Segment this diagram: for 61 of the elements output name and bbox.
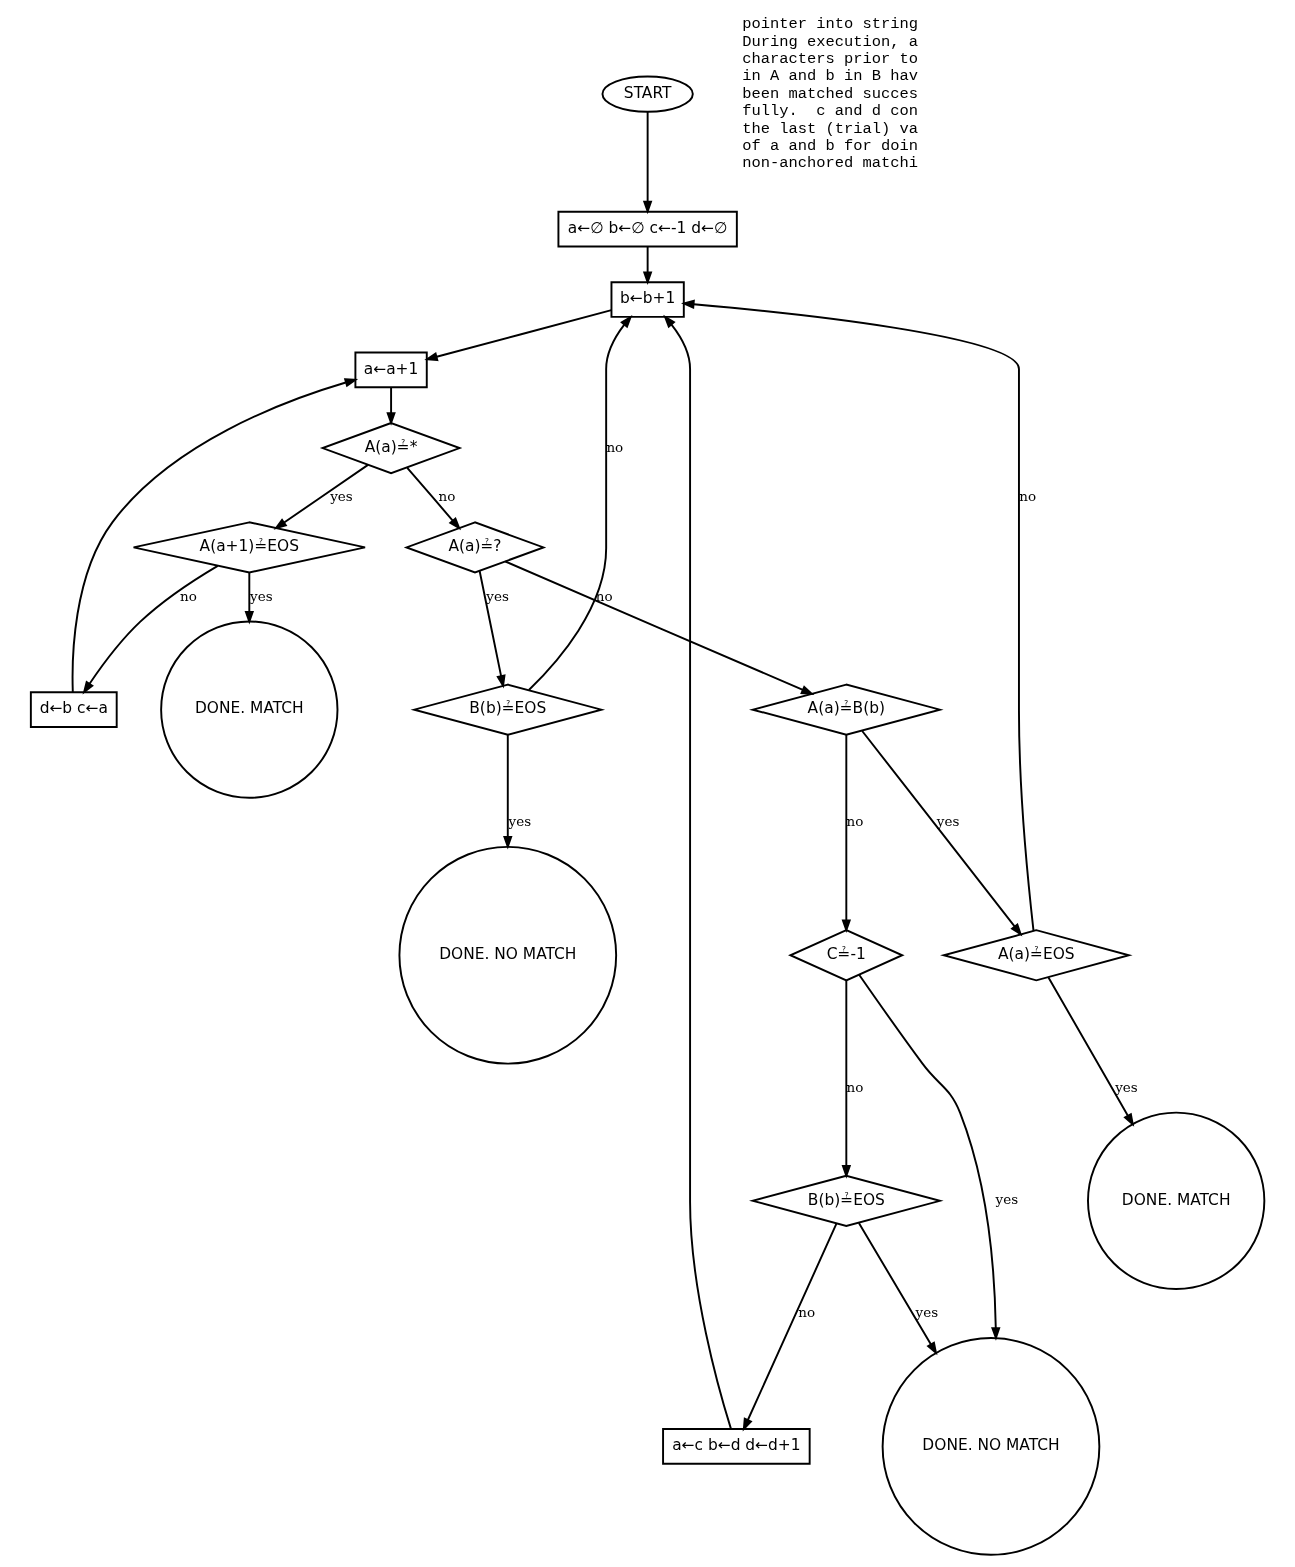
arrow	[858, 974, 1001, 1341]
node-diamond: B(b)≟EOS	[749, 1174, 944, 1227]
edge-label: no	[595, 587, 613, 604]
node-diamond: B(b)≟EOS	[410, 683, 606, 736]
arrow	[681, 299, 1035, 932]
node-box: a←c b←d d←d+1	[662, 1428, 811, 1465]
arrow	[841, 979, 852, 1179]
edge-label: no	[606, 438, 624, 455]
edge-label: yes	[250, 587, 273, 604]
arrow	[527, 314, 633, 691]
arrow	[244, 571, 255, 625]
node-ellipse: START	[601, 75, 694, 113]
label: fully. c and d con	[742, 102, 918, 121]
arrow	[642, 245, 653, 286]
edge-label: no	[438, 488, 456, 505]
node-diamond: A(a+1)≟EOS	[132, 521, 366, 574]
label: of a and b for doin	[742, 136, 918, 155]
label: During execution, a	[742, 32, 918, 51]
label: non-anchored matchi	[742, 154, 918, 173]
edge-label: yes	[915, 1303, 939, 1320]
node-box: b←b+1	[610, 281, 685, 318]
arrow	[82, 564, 219, 695]
edge-label: no	[798, 1303, 816, 1320]
edge-label: yes	[995, 1191, 1019, 1208]
edge-label: yes	[1115, 1078, 1138, 1095]
label: the last (trial) va	[742, 119, 918, 138]
node-circle: DONE. NO MATCH	[881, 1337, 1101, 1556]
arrow	[386, 386, 396, 426]
edge-label: yes	[936, 812, 960, 829]
node-diamond: A(a)≟?	[403, 521, 547, 574]
arrow	[406, 466, 462, 531]
node-box: d←b c←a	[29, 691, 118, 728]
arrow	[1047, 976, 1135, 1127]
label: been matched succes	[742, 84, 918, 103]
arrow	[71, 378, 359, 694]
node-diamond: A(a)≟*	[319, 421, 463, 475]
arrow	[504, 560, 815, 695]
arrow	[841, 733, 852, 934]
arrow	[503, 733, 513, 850]
arrow	[861, 730, 1023, 937]
edge-label: no	[846, 812, 864, 829]
edge-label: no	[846, 1078, 864, 1095]
arrow	[742, 1222, 838, 1432]
node-diamond: A(a)≟EOS	[940, 929, 1133, 982]
label: in A and b in B hav	[742, 67, 918, 86]
arrow	[857, 1222, 938, 1356]
arrow	[663, 314, 732, 1430]
arrow	[273, 463, 369, 530]
edge-label: yes	[330, 488, 353, 505]
label: characters prior to	[742, 50, 918, 69]
node-diamond: C≟-1	[788, 929, 905, 982]
node-circle: DONE. NO MATCH	[398, 845, 618, 1065]
node-circle: DONE. MATCH	[160, 620, 339, 799]
arrow	[642, 110, 653, 215]
node-box: a←∅ b←∅ c←-1 d←∅	[557, 210, 738, 248]
arrow	[478, 570, 506, 689]
node-box: a←a+1	[354, 351, 428, 389]
edge-label: yes	[486, 587, 509, 604]
arrow	[424, 309, 613, 362]
edge-label: no	[180, 587, 197, 604]
label: pointer into string	[742, 15, 918, 34]
